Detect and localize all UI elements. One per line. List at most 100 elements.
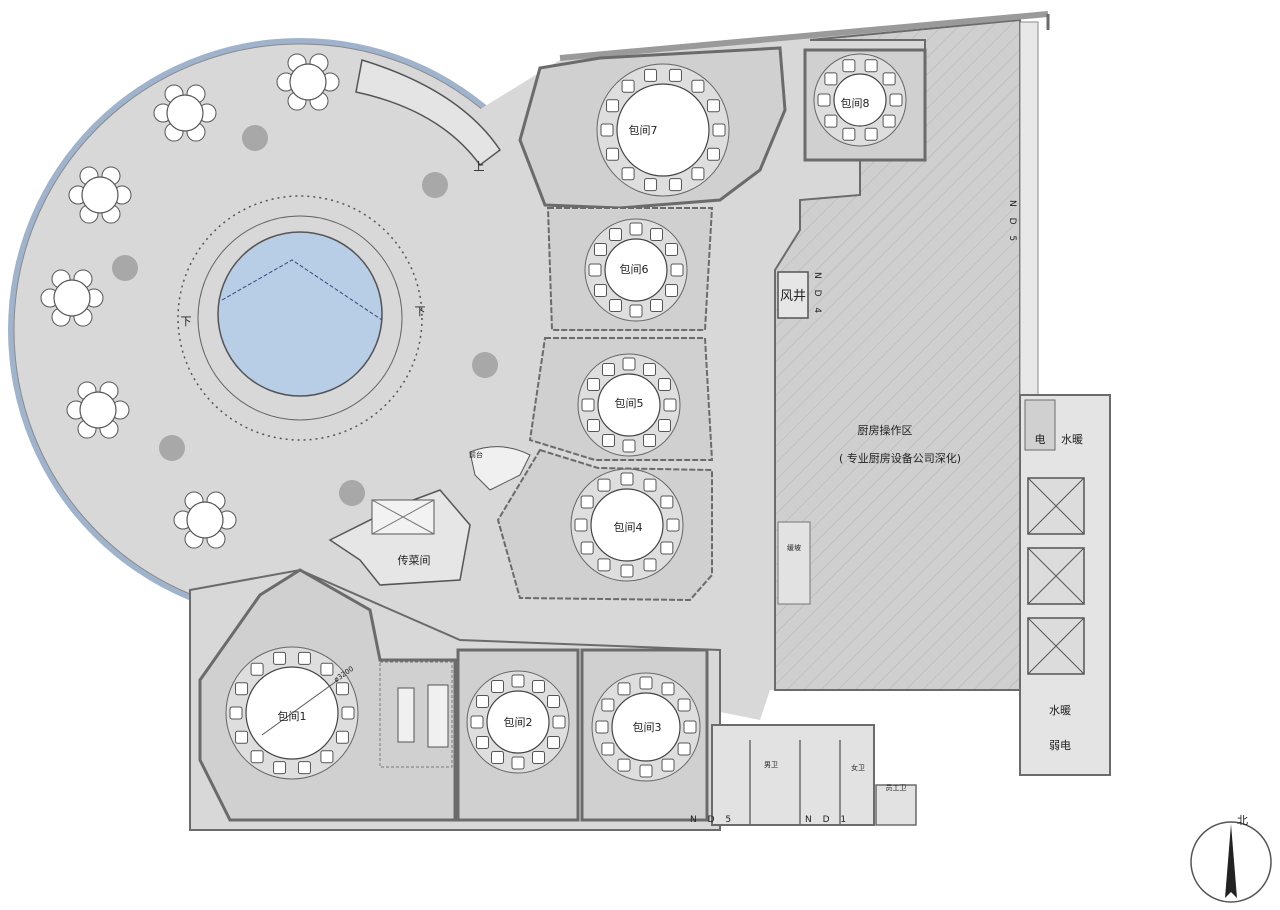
room-chair [602,434,615,448]
column [112,255,138,281]
room-chair [595,720,609,734]
room-table-top [604,238,668,302]
room-chair [273,761,287,775]
hall-table-top [81,176,119,214]
room-chair [297,651,311,665]
north-label: 北 [1237,814,1248,827]
central-pool [217,231,383,397]
room-chair [629,304,643,318]
room-chair [620,564,634,578]
private-room-table [584,218,688,322]
private-room-table [577,353,681,457]
sofa-left [397,687,415,743]
air-shaft-label: 风井 [780,289,806,304]
room-chair [661,758,675,772]
room-chair [643,434,656,448]
private-room-table [466,670,570,774]
hall-table-top [79,391,117,429]
room-chair [677,742,691,756]
room-chair [511,756,525,770]
room-chair [609,227,622,241]
room-chair [588,263,602,277]
room-chair [665,243,679,256]
service-strip: 电 水暖 水暖 弱电 N D 5 [1007,200,1111,776]
room-chair [250,662,264,676]
room-chair [882,114,896,128]
room-chair [574,518,588,532]
hall-table-top [186,501,224,539]
room-chair [601,698,615,712]
room-chair [593,284,607,297]
room-4-label: 包间4 [614,521,643,534]
column [339,480,365,506]
room-1-label: 包间1 [278,710,307,723]
room-chair [620,472,634,486]
room-chair [824,114,838,128]
room-6-label: 包间6 [620,263,649,276]
hall-table-top [53,279,91,317]
axis-label-nd5-bottom: N D 5 [690,815,735,825]
room-table-top [833,73,887,127]
room-1-lounge: ø3200 [261,661,453,768]
room-chair [470,715,484,729]
room-chair [622,357,636,371]
room-chair [691,167,705,181]
room-chair [547,736,561,749]
stair-up-label: 上 [474,160,485,173]
hall-table [68,166,132,224]
room-chair [235,730,249,744]
weak-current-room-label: 弱电 [1049,739,1071,752]
electric-room-label: 电 [1035,433,1046,446]
room-chair [273,651,287,665]
room-chair [532,751,545,765]
room-chair [668,68,682,82]
room-chair [712,123,726,137]
axis-label-nd4: N D 4 [812,272,822,317]
kitchen-title: 厨房操作区 [858,423,913,437]
room-chair [658,378,672,391]
room-chair [297,761,311,775]
room-chair [320,662,334,676]
room-chair [643,478,657,492]
serving-room: 传菜间 [328,489,471,586]
room-chair [660,541,674,555]
room-chair [691,79,705,93]
hvac-room-label-bottom: 水暖 [1049,704,1071,717]
room-chair [621,167,635,181]
serving-room-label: 传菜间 [398,554,431,567]
room-chair [335,730,349,744]
room-chair [639,676,653,690]
mens-restroom-label: 男卫 [764,761,778,769]
room-chair [842,127,856,141]
room-labels: 包间7 包间8 包间6 包间5 包间4 包间1 包间2 包间3 [278,97,870,734]
hall-table [276,53,340,111]
room-chair [341,706,355,720]
room-table-top [611,692,681,762]
room-chair [817,93,831,107]
axis-label-nd5-right: N D 5 [1007,200,1017,245]
room-chair [586,419,600,432]
room-chair [660,495,674,509]
room-table-top [597,373,661,437]
columns [112,125,498,506]
north-arrow: 北 [1190,814,1272,903]
room-chair [658,419,672,432]
room-chair [491,751,504,765]
room-chair [491,679,504,693]
hall-table-top [289,63,327,101]
room-chair [593,243,607,256]
column [159,435,185,461]
room-chair [644,68,658,82]
room-chair [666,518,680,532]
room-chair [889,93,903,107]
hall-table [153,84,217,142]
room-chair [824,72,838,86]
room-chair [644,178,658,192]
room-chair [629,222,643,236]
straight-stair: 上 [355,59,502,173]
central-stair: 下 下 [177,195,426,441]
room-chair [600,123,614,137]
reception-label: 前台 [469,450,483,459]
